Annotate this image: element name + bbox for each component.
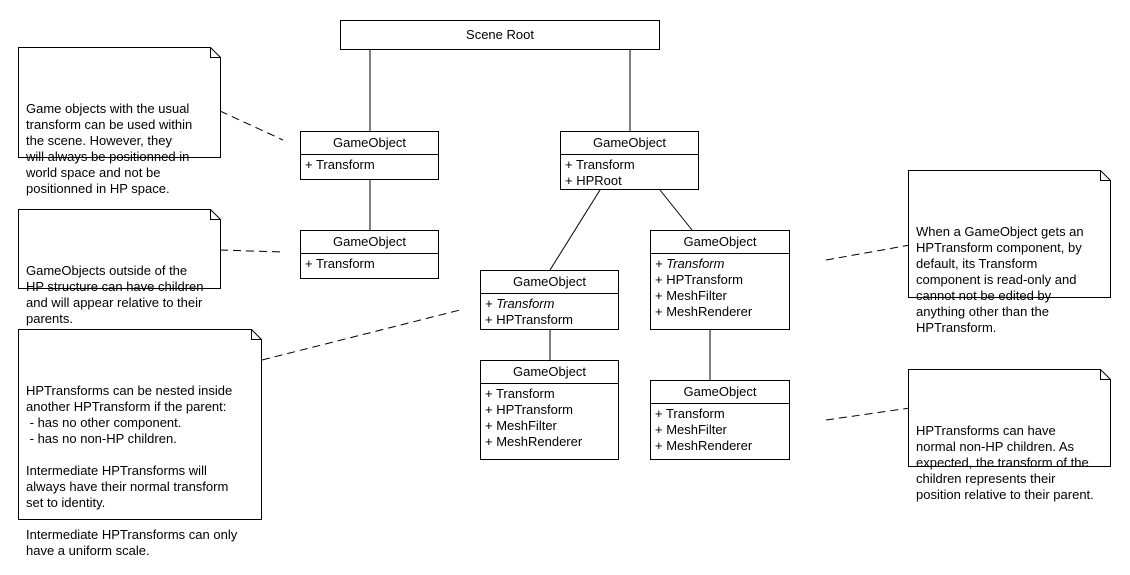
note-frame (18, 329, 262, 520)
note-usual-transform: Game objects with the usual transform ca… (18, 47, 221, 196)
note-frame (908, 170, 1111, 298)
attr-transform: + Transform (655, 406, 725, 421)
attr-meshrenderer: + MeshRenderer (655, 304, 753, 319)
link-go3-go6 (659, 189, 693, 231)
gameobject-left-top: GameObject + Transform (300, 131, 439, 180)
attr-meshfilter: + MeshFilter (485, 418, 557, 433)
class-title: GameObject (651, 381, 789, 404)
attr-meshrenderer: + MeshRenderer (655, 438, 753, 453)
attr-transform: + Transform (485, 296, 555, 311)
attr-meshrenderer: + MeshRenderer (485, 434, 583, 449)
note-frame (908, 369, 1111, 467)
note-outside-hp-children: GameObjects outside of the HP structure … (18, 209, 221, 326)
attr-transform: + Transform (485, 386, 555, 401)
note-non-hp-children: HPTransforms can have normal non-HP chil… (908, 369, 1111, 502)
class-title: GameObject (651, 231, 789, 254)
link-go3-go4 (549, 189, 601, 271)
attr-transform: + Transform (565, 157, 635, 172)
note-text: HPTransforms can have normal non-HP chil… (916, 423, 1094, 502)
scene-root-box: Scene Root (340, 20, 660, 50)
note-frame (18, 209, 221, 289)
note-nested-hptransforms: HPTransforms can be nested inside anothe… (18, 329, 262, 558)
note-link-1 (219, 110, 284, 141)
attr-transform: + Transform (305, 157, 375, 172)
connector-lines (219, 49, 911, 421)
note-link-3 (261, 309, 461, 361)
attr-hproot: + HPRoot (565, 173, 622, 188)
class-title: GameObject (481, 271, 618, 294)
attr-hptransform: + HPTransform (485, 402, 574, 417)
note-link-2 (219, 249, 283, 253)
attr-meshfilter: + MeshFilter (655, 288, 727, 303)
note-frame (18, 47, 221, 158)
note-link-4 (825, 244, 911, 261)
note-link-5 (825, 407, 911, 421)
gameobject-non-hp-child: GameObject + Transform + MeshFilter + Me… (650, 380, 790, 460)
note-text: When a GameObject gets an HPTransform co… (916, 224, 1084, 335)
attr-hptransform: + HPTransform (655, 272, 744, 287)
attr-meshfilter: + MeshFilter (655, 422, 727, 437)
note-readonly-transform: When a GameObject gets an HPTransform co… (908, 170, 1111, 335)
note-text: GameObjects outside of the HP structure … (26, 263, 204, 326)
scene-root-label: Scene Root (466, 27, 534, 42)
attr-hptransform: + HPTransform (485, 312, 574, 327)
class-title: GameObject (301, 132, 438, 155)
gameobject-hproot: GameObject + Transform + HPRoot (560, 131, 699, 190)
note-text: HPTransforms can be nested inside anothe… (26, 383, 238, 558)
class-title: GameObject (481, 361, 618, 384)
gameobject-hptransform-intermediate: GameObject + Transform + HPTransform (480, 270, 619, 330)
class-title: GameObject (301, 231, 438, 254)
gameobject-hptransform-mesh: GameObject + Transform + HPTransform + M… (480, 360, 619, 460)
gameobject-left-child: GameObject + Transform (300, 230, 439, 279)
class-title: GameObject (561, 132, 698, 155)
note-text: Game objects with the usual transform ca… (26, 101, 193, 196)
gameobject-hptransform-mesh-right: GameObject + Transform + HPTransform + M… (650, 230, 790, 330)
attr-transform: + Transform (305, 256, 375, 271)
attr-transform: + Transform (655, 256, 725, 271)
